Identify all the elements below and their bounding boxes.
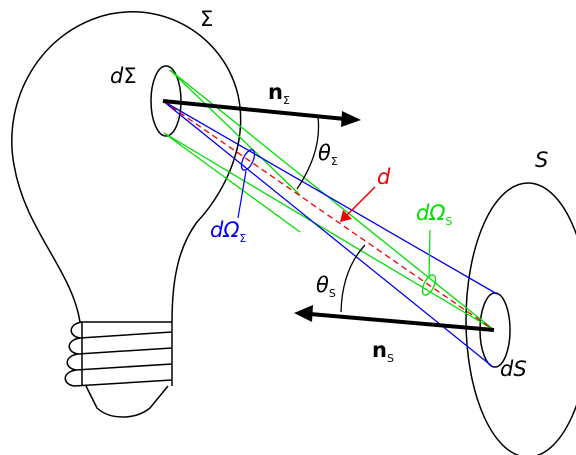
- n-s-arrow: [294, 305, 495, 332]
- theta-s-label: θS: [316, 273, 336, 300]
- domega-s-label: dΩS: [416, 201, 452, 228]
- light-bulb: [11, 11, 242, 418]
- blue-cone: [162, 100, 498, 368]
- distance-pointer-arrow: [340, 186, 376, 222]
- bulb-screw-thread-2: [68, 337, 173, 355]
- domega-sigma-label: dΩΣ: [210, 218, 246, 245]
- n-s-label: nS: [372, 338, 394, 365]
- theta-sigma-label: θΣ: [318, 141, 338, 168]
- distance-line: [162, 100, 495, 331]
- bulb-screw-thread-3: [66, 353, 173, 371]
- n-sigma-arrow: [162, 99, 361, 127]
- bulb-glass-outline: [11, 11, 242, 323]
- s-surface: [465, 182, 576, 455]
- domega-s-leader: [428, 229, 431, 277]
- dsigma-label: dΣ: [110, 64, 137, 88]
- distance-label: d: [377, 165, 391, 189]
- s-surface-label: S: [535, 148, 548, 172]
- bulb-screw-thread-4: [64, 369, 173, 387]
- n-sigma-label: nΣ: [268, 80, 290, 107]
- domega-sigma-leader: [237, 170, 247, 219]
- sigma-surface-label: Σ: [200, 7, 213, 31]
- bulb-contact-tip: [85, 385, 169, 418]
- domega-s-ellipse: [421, 274, 437, 296]
- theta-sigma-arc: [296, 116, 320, 190]
- bulb-screw-thread-1: [70, 321, 173, 339]
- ds-label: dS: [500, 357, 527, 381]
- domega-sigma-ellipse: [240, 149, 256, 171]
- theta-s-arc: [340, 244, 366, 313]
- green-cone: [163, 69, 495, 331]
